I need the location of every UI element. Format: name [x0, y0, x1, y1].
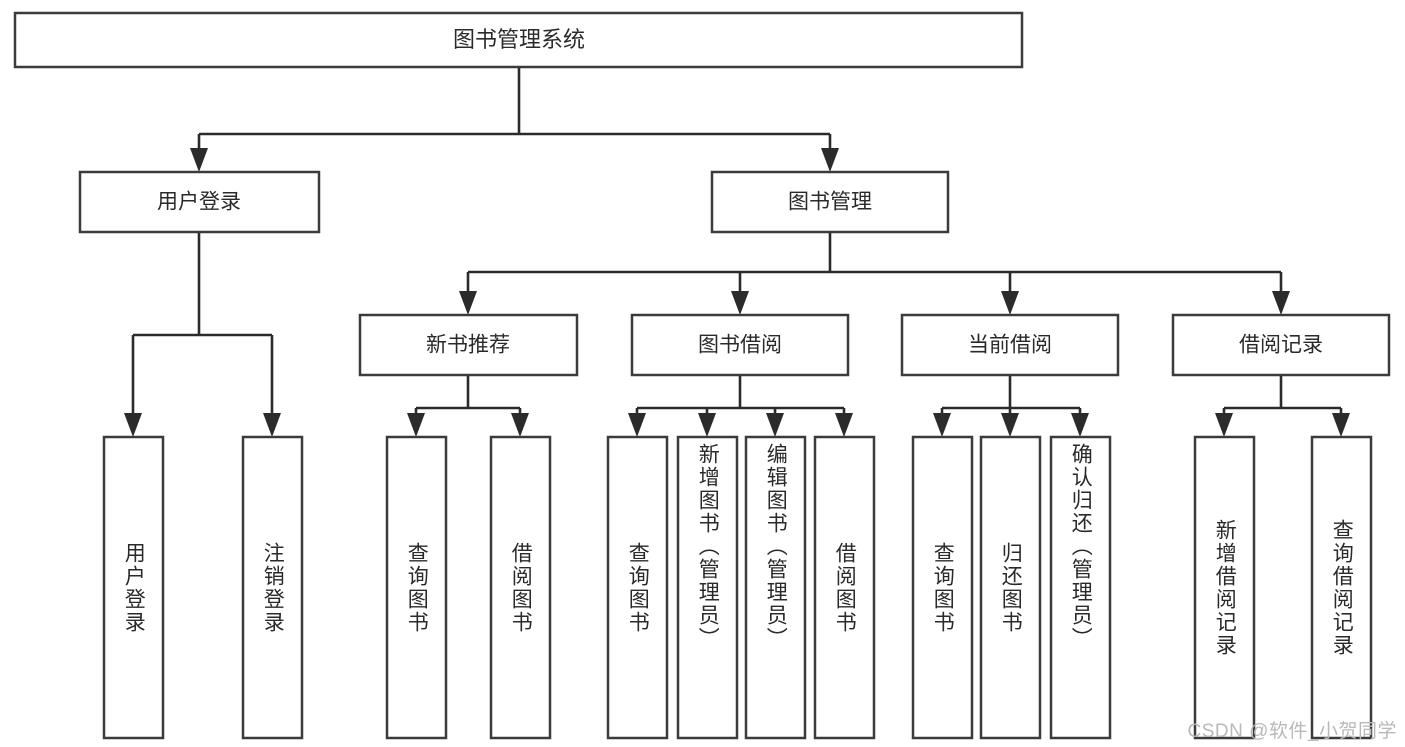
node-user-login-label: 用户登录	[157, 191, 241, 214]
arrow-head-new-book-recommend	[459, 291, 477, 315]
node-current-borrow-label: 当前借阅	[968, 334, 1052, 357]
leaf-box-user-login[interactable]	[102, 435, 165, 740]
arrow-head-leaf-user-login	[124, 413, 142, 437]
connector-group-current-borrow	[933, 375, 1089, 437]
arrow-head-leaf-add-book	[698, 413, 716, 437]
node-root[interactable]: 图书管理系统	[13, 11, 1024, 69]
watermark-text: CSDN @软件_小贺同学	[1187, 721, 1397, 742]
node-book-manage-box[interactable]	[710, 170, 950, 234]
leaf-box-add-book[interactable]	[676, 435, 739, 740]
node-book-borrow-box[interactable]	[630, 313, 850, 377]
connector-group-book-manage	[459, 232, 1290, 315]
connector-group-user-login	[124, 232, 281, 437]
leaf-box-query-book-1[interactable]	[385, 435, 448, 740]
arrow-head-book-borrow	[731, 291, 749, 315]
arrow-head-leaf-add-record	[1215, 413, 1233, 437]
node-borrow-record[interactable]: 借阅记录	[1171, 313, 1391, 377]
leaf-box-query-record[interactable]	[1310, 435, 1373, 740]
node-current-borrow-box[interactable]	[900, 313, 1120, 377]
node-new-book-recommend-box[interactable]	[358, 313, 579, 377]
arrow-head-leaf-borrow-book-1	[511, 413, 529, 437]
node-borrow-record-label: 借阅记录	[1239, 334, 1323, 357]
node-borrow-record-box[interactable]	[1171, 313, 1391, 377]
node-book-borrow-label: 图书借阅	[698, 334, 782, 357]
connector-group-root	[190, 67, 839, 172]
node-user-login[interactable]: 用户登录	[78, 170, 321, 234]
arrow-head-leaf-query-record	[1332, 413, 1350, 437]
arrow-head-leaf-query-book-3	[933, 413, 951, 437]
leaf-boxes	[102, 435, 1373, 740]
arrow-head-leaf-query-book-2	[628, 413, 646, 437]
connector-group-borrow-record	[1215, 375, 1350, 437]
leaf-box-logout[interactable]	[241, 435, 304, 740]
arrow-head-leaf-return-book	[1001, 413, 1019, 437]
leaf-box-query-book-3[interactable]	[911, 435, 974, 740]
node-new-book-recommend[interactable]: 新书推荐	[358, 313, 579, 377]
node-book-borrow[interactable]: 图书借阅	[630, 313, 850, 377]
arrow-head-leaf-borrow-book-2	[835, 413, 853, 437]
node-current-borrow[interactable]: 当前借阅	[900, 313, 1120, 377]
leaf-box-borrow-book-1[interactable]	[489, 435, 552, 740]
arrow-head-leaf-confirm-return	[1071, 413, 1089, 437]
arrow-head-current-borrow	[1001, 291, 1019, 315]
arrow-head-book-manage	[821, 148, 839, 172]
connector-group-book-borrow	[628, 375, 853, 437]
connector-group-new-book-recommend	[407, 375, 529, 437]
node-user-login-box[interactable]	[78, 170, 321, 234]
leaf-box-query-book-2[interactable]	[606, 435, 669, 740]
node-root-label: 图书管理系统	[453, 27, 585, 52]
leaf-box-return-book[interactable]	[979, 435, 1042, 740]
leaf-box-add-record[interactable]	[1193, 435, 1256, 740]
arrow-head-user-login	[190, 148, 208, 172]
arrow-head-leaf-logout	[263, 413, 281, 437]
node-new-book-recommend-label: 新书推荐	[426, 334, 510, 357]
arrow-head-leaf-query-book-1	[407, 413, 425, 437]
arrow-head-leaf-edit-book	[766, 413, 784, 437]
leaf-box-borrow-book-2[interactable]	[813, 435, 876, 740]
node-book-manage-label: 图书管理	[788, 191, 872, 214]
leaf-box-edit-book[interactable]	[744, 435, 807, 740]
leaf-box-confirm-return[interactable]	[1049, 435, 1112, 740]
arrow-head-borrow-record	[1272, 291, 1290, 315]
node-root-box[interactable]	[13, 11, 1024, 69]
node-book-manage[interactable]: 图书管理	[710, 170, 950, 234]
